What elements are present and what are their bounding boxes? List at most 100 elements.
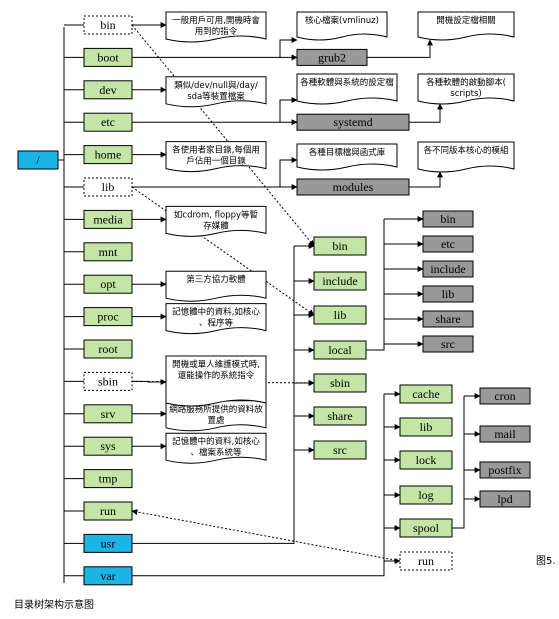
dir-sys: sys	[83, 436, 133, 456]
link-lib-usr-lib	[131, 186, 315, 316]
var-lib-label: lib	[420, 420, 433, 434]
usr-sbin: sbin	[313, 373, 367, 393]
dir-etc: etc	[83, 112, 133, 132]
arrow-modules-kernel	[409, 171, 443, 188]
node-grub2-label: grub2	[318, 50, 346, 64]
local-lib: lib	[422, 285, 474, 303]
dir-tmp: tmp	[83, 469, 133, 489]
var-lock-label: lock	[416, 453, 437, 467]
spool-postfix-label: postfix	[488, 463, 521, 477]
dir-sbin: sbin	[83, 371, 133, 391]
var-run-label: run	[418, 554, 434, 568]
note-kernel-modules-text: 各不同版本核心的模組	[423, 145, 509, 156]
local-bin-label: bin	[440, 212, 455, 226]
var-cache: cache	[399, 384, 453, 404]
dir-root-label: root	[98, 342, 118, 356]
dir-bin: bin	[83, 15, 133, 35]
arrow-grub2-config	[367, 39, 433, 58]
connector-lines	[58, 22, 481, 583]
note-bin: 一般用戶可用,開機時會用到的指令	[165, 11, 267, 43]
root-node: /	[17, 150, 59, 170]
spool-mail-label: mail	[494, 427, 516, 441]
note-sbin: 開機或單人維護模式時,還能操作的系統指令	[165, 355, 267, 407]
spool-lpd-label: lpd	[497, 492, 512, 506]
note-service-config: 各種軟體與系統的設定檔	[296, 73, 398, 105]
dir-proc: proc	[83, 307, 133, 327]
local-src: src	[422, 335, 474, 353]
local-share: share	[422, 310, 474, 328]
dir-media-label: media	[93, 212, 123, 226]
local-src-label: src	[441, 337, 455, 351]
dir-boot: boot	[83, 47, 133, 67]
note-media-text: 如cdrom, floppy等暫存媒體	[174, 209, 259, 231]
note-kernel-modules: 各不同版本核心的模組	[417, 141, 515, 173]
dir-srv: srv	[83, 404, 133, 424]
root-node-label: /	[36, 153, 40, 167]
note-startup-scripts: 各種軟體的啟動腳本(scripts)	[417, 73, 515, 105]
node-systemd: systemd	[296, 113, 410, 131]
usr-share: share	[313, 406, 367, 426]
arrow-systemd-scripts	[409, 103, 443, 123]
node-modules: modules	[296, 178, 410, 196]
usr-include: include	[313, 271, 367, 291]
spool-cron-label: cron	[494, 389, 515, 403]
var-trunk	[132, 394, 385, 577]
note-kernel-files-text: 核心檔案(vmlinuz)	[305, 15, 379, 26]
note-proc: 記憶體中的資料,如核心、程序等	[165, 303, 267, 335]
note-startup-scripts-text: 各種軟體的啟動腳本(scripts)	[426, 77, 506, 99]
dir-opt-label: opt	[100, 277, 116, 291]
note-bin-text: 一般用戶可用,開機時會用到的指令	[172, 15, 260, 37]
spool-trunk	[452, 396, 465, 529]
note-srv: 網路服務所提供的資料放置處	[165, 400, 267, 432]
arrow-boot-kernel	[279, 37, 298, 58]
figure-caption: 目录树架构示意图	[14, 598, 94, 611]
spool-cron: cron	[479, 387, 531, 405]
usr-lib-label: lib	[334, 308, 347, 322]
note-proc-text: 記憶體中的資料,如核心、程序等	[172, 307, 260, 329]
usr-src: src	[313, 440, 367, 460]
note-boot-config-text: 開機設定檔相關	[436, 15, 496, 26]
dir-lib: lib	[83, 177, 133, 197]
note-dev-text: 類似/dev/null與/day/sda等裝置檔案	[174, 80, 258, 102]
var-run: run	[399, 551, 453, 571]
note-opt-text: 第三方協力軟體	[186, 274, 246, 285]
spool-lpd: lpd	[479, 490, 531, 508]
note-home: 各使用者家目錄,每個用戶佔用一個目錄	[165, 141, 267, 173]
dir-sbin-label: sbin	[98, 374, 118, 388]
dir-opt: opt	[83, 274, 133, 294]
usr-sbin-label: sbin	[330, 376, 350, 390]
note-sys-text: 記憶體中的資料,如核心、檔案系統等	[172, 436, 260, 458]
note-dev: 類似/dev/null與/day/sda等裝置檔案	[165, 76, 267, 108]
dir-boot-label: boot	[97, 50, 119, 64]
var-log: log	[399, 485, 453, 505]
diagram-nodes: / bin boot dev etc home lib media mnt opt proc root…	[17, 11, 531, 586]
dir-bin-label: bin	[100, 18, 115, 32]
figure-label: 图5.	[536, 555, 556, 567]
local-bin: bin	[422, 210, 474, 228]
usr-share-label: share	[327, 409, 352, 423]
dir-dev: dev	[83, 80, 133, 100]
local-include: include	[422, 260, 474, 278]
local-lib-label: lib	[442, 287, 455, 301]
usr-lib: lib	[313, 305, 367, 325]
link-var-run-run	[131, 509, 401, 562]
dir-mnt-label: mnt	[99, 245, 118, 259]
var-spool: spool	[399, 518, 453, 538]
usr-include-label: include	[322, 274, 357, 288]
local-etc: etc	[422, 235, 474, 253]
local-etc-label: etc	[441, 237, 455, 251]
dir-proc-label: proc	[97, 310, 118, 324]
dir-home: home	[83, 145, 133, 165]
dir-run-label: run	[100, 504, 116, 518]
note-sbin-text: 開機或單人維護模式時,還能操作的系統指令	[172, 359, 260, 381]
dir-dev-label: dev	[99, 83, 116, 97]
dir-root: root	[83, 339, 133, 359]
dir-srv-label: srv	[101, 407, 116, 421]
var-cache-label: cache	[412, 387, 439, 401]
note-kernel-files: 核心檔案(vmlinuz)	[296, 11, 388, 41]
note-home-text: 各使用者家目錄,每個用戶佔用一個目錄	[172, 145, 260, 167]
usr-bin-label: bin	[332, 239, 347, 253]
dir-mnt: mnt	[83, 242, 133, 262]
usr-local-label: local	[328, 343, 352, 357]
node-grub2: grub2	[296, 48, 368, 66]
